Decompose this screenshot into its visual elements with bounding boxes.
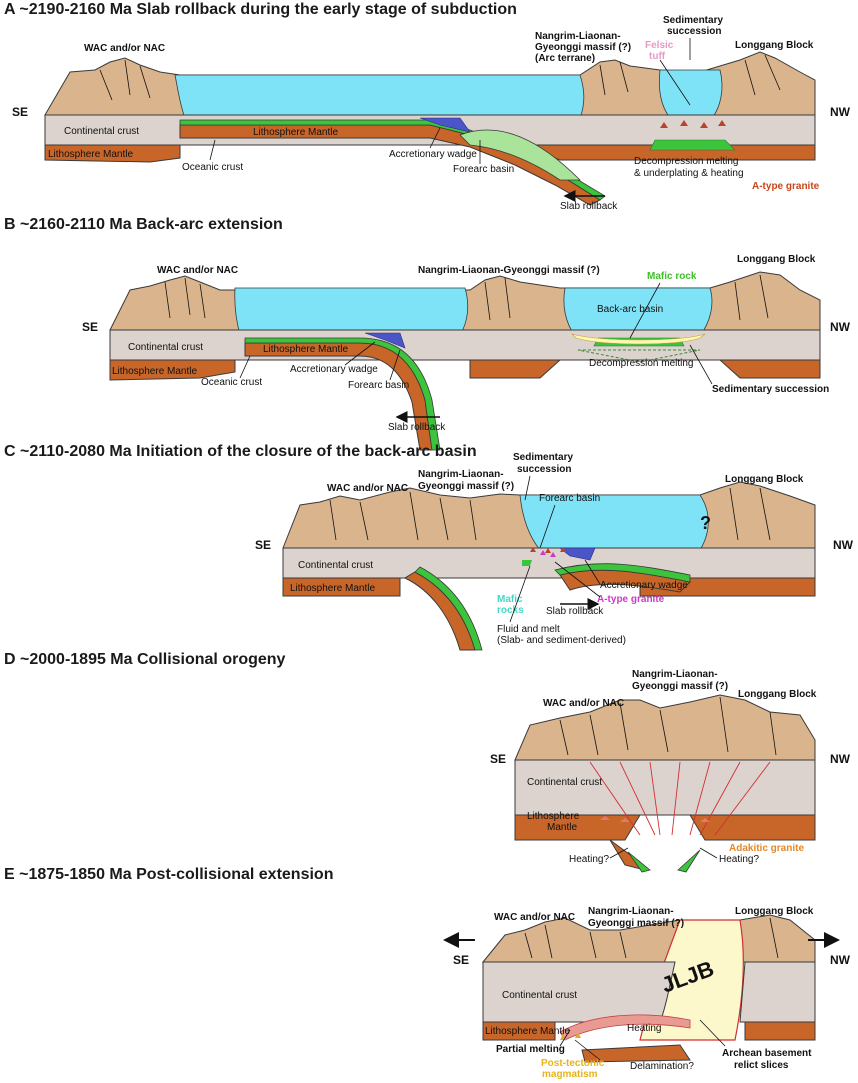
panel-e-partial-melting: Partial melting — [496, 1044, 565, 1055]
panel-a-felsic-2: tuff — [649, 51, 666, 62]
panel-b-se: SE — [82, 320, 98, 334]
panel-a-a-type-granite: A-type granite — [752, 181, 820, 192]
panel-a-se: SE — [12, 105, 28, 119]
panel-c-a-type-granite: A-type granite — [597, 594, 665, 605]
panel-d-lithosphere-2: Mantle — [547, 822, 577, 833]
panel-d-heating-left: Heating? — [569, 854, 609, 865]
panel-b-nw: NW — [830, 320, 851, 334]
panel-c-longgang: Longgang Block — [725, 474, 804, 485]
panel-d: D ~2000-1895 Ma Collisional orogeny SE N… — [4, 651, 851, 873]
panel-c-fluid-2: (Slab- and sediment-derived) — [497, 635, 626, 646]
panel-e-wac: WAC and/or NAC — [494, 912, 575, 923]
panel-c-nw: NW — [833, 538, 854, 552]
panel-c-accretionary: Accretionary wadge — [600, 580, 688, 591]
panel-b-wac: WAC and/or NAC — [157, 265, 238, 276]
panel-d-title: D ~2000-1895 Ma Collisional orogeny — [4, 651, 286, 668]
panel-e-archean-2: relict slices — [734, 1060, 789, 1071]
panel-b-ocean-left — [234, 287, 469, 336]
panel-c-continental-crust-label: Continental crust — [298, 560, 373, 571]
panel-b-mafic: Mafic rock — [647, 271, 697, 282]
panel-a-wac: WAC and/or NAC — [84, 43, 165, 54]
panel-a-continental-crust-label: Continental crust — [64, 126, 139, 137]
panel-b: B ~2160-2110 Ma Back-arc extension SE NW… — [4, 216, 851, 451]
panel-b-continental-crust-label: Continental crust — [128, 342, 203, 353]
panel-e-nw: NW — [830, 953, 851, 967]
panel-c-forearc: Forearc basin — [539, 493, 600, 504]
panel-c-wac: WAC and/or NAC — [327, 483, 408, 494]
panel-d-longgang: Longgang Block — [738, 689, 817, 700]
panel-c-lithosphere-mantle: Lithosphere Mantle — [290, 583, 375, 594]
panel-a-title: A ~2190-2160 Ma Slab rollback during the… — [4, 1, 517, 18]
panel-a-felsic-1: Felsic — [645, 40, 674, 51]
panel-a: A ~2190-2160 Ma Slab rollback during the… — [4, 1, 851, 212]
panel-b-forearc: Forearc basin — [348, 380, 409, 391]
panel-e-lithosphere-mantle: Lithosphere Mantle — [485, 1026, 570, 1037]
panel-a-sedimentary-2: succession — [667, 26, 721, 37]
panel-a-slab-rollback: Slab rollback — [560, 201, 618, 212]
panel-c-mafic-2: rocks — [497, 605, 524, 616]
panel-c-se: SE — [255, 538, 271, 552]
panel-e-title: E ~1875-1850 Ma Post-collisional extensi… — [4, 866, 333, 883]
panel-e: E ~1875-1850 Ma Post-collisional extensi… — [4, 866, 851, 1080]
panel-a-oceanic-crust: Oceanic crust — [182, 162, 243, 173]
panel-d-mountains — [514, 694, 816, 763]
panel-d-massif-2: Gyeonggi massif (?) — [632, 681, 728, 692]
panel-b-sedimentary: Sedimentary succession — [712, 384, 829, 395]
panel-d-lithosphere-1: Lithosphere — [527, 811, 580, 822]
panel-c-mafic-1: Mafic — [497, 594, 523, 605]
panel-b-slab-rollback: Slab rollback — [388, 422, 446, 433]
panel-e-jljb-block — [639, 919, 744, 1041]
panel-a-lithosphere-mantle-left: Lithosphere Mantle — [48, 149, 133, 160]
panel-e-delamination: Delamination? — [630, 1061, 694, 1072]
panel-b-lithosphere-mantle-left: Lithosphere Mantle — [112, 366, 197, 377]
panel-b-back-arc-label: Back-arc basin — [597, 304, 663, 315]
panel-a-accretionary: Accretionary wadge — [389, 149, 477, 160]
panel-d-nw: NW — [830, 752, 851, 766]
panel-c-title: C ~2110-2080 Ma Initiation of the closur… — [4, 443, 477, 460]
panel-d-se: SE — [490, 752, 506, 766]
panel-c-sedimentary-1: Sedimentary — [513, 452, 573, 463]
panel-c-sedimentary-2: succession — [517, 464, 571, 475]
panel-d-heating-right: Heating? — [719, 854, 759, 865]
panel-e-post-tectonic-1: Post-tectonic — [541, 1058, 605, 1069]
panel-e-continental-crust-label: Continental crust — [502, 990, 577, 1001]
panel-c-massif-2: Gyeonggi massif (?) — [418, 481, 514, 492]
panel-c-massif-1: Nangrim-Liaonan- — [418, 469, 504, 480]
panel-a-massif-3: (Arc terrane) — [535, 53, 595, 64]
panel-a-decompression-1: Decompression melting — [634, 156, 739, 167]
panel-b-continental-crust — [109, 329, 821, 361]
panel-b-massif: Nangrim-Liaonan-Gyeonggi massif (?) — [418, 265, 600, 276]
panel-d-massif-1: Nangrim-Liaonan- — [632, 669, 718, 680]
panel-b-lithosphere-mantle-mid: Lithosphere Mantle — [263, 344, 348, 355]
panel-a-longgang: Longgang Block — [735, 40, 814, 51]
panel-a-massif-2: Gyeonggi massif (?) — [535, 42, 631, 53]
panel-b-accretionary: Accretionary wadge — [290, 364, 378, 375]
panel-b-oceanic-crust: Oceanic crust — [201, 377, 262, 388]
panel-a-sedimentary-1: Sedimentary — [663, 15, 723, 26]
panel-c-slab-rollback: Slab rollback — [546, 606, 604, 617]
panel-a-decompression-2: & underplating & heating — [634, 168, 744, 179]
panel-c-question: ? — [700, 513, 711, 533]
panel-e-massif-1: Nangrim-Liaonan- — [588, 906, 674, 917]
panel-a-ocean — [174, 74, 585, 119]
panel-b-decompression: Decompression melting — [589, 358, 694, 369]
panel-e-longgang: Longgang Block — [735, 906, 814, 917]
panel-c-fluid-1: Fluid and melt — [497, 624, 560, 635]
panel-e-se: SE — [453, 953, 469, 967]
panel-b-title: B ~2160-2110 Ma Back-arc extension — [4, 216, 283, 233]
panel-d-continental-crust-label: Continental crust — [527, 777, 602, 788]
panel-a-lithosphere-mantle-mid: Lithosphere Mantle — [253, 127, 338, 138]
panel-c: C ~2110-2080 Ma Initiation of the closur… — [4, 443, 854, 651]
panel-a-massif-1: Nangrim-Liaonan- — [535, 31, 621, 42]
panel-a-forearc: Forearc basin — [453, 164, 514, 175]
panel-e-post-tectonic-2: magmatism — [542, 1069, 598, 1080]
panel-e-massif-2: Gyeonggi massif (?) — [588, 918, 684, 929]
panel-a-nw: NW — [830, 105, 851, 119]
panel-d-wac: WAC and/or NAC — [543, 698, 624, 709]
panel-b-longgang: Longgang Block — [737, 254, 816, 265]
panel-e-archean-1: Archean basement — [722, 1048, 812, 1059]
panel-e-heating: Heating — [627, 1023, 661, 1034]
panel-d-adakitic-granite: Adakitic granite — [729, 843, 804, 854]
